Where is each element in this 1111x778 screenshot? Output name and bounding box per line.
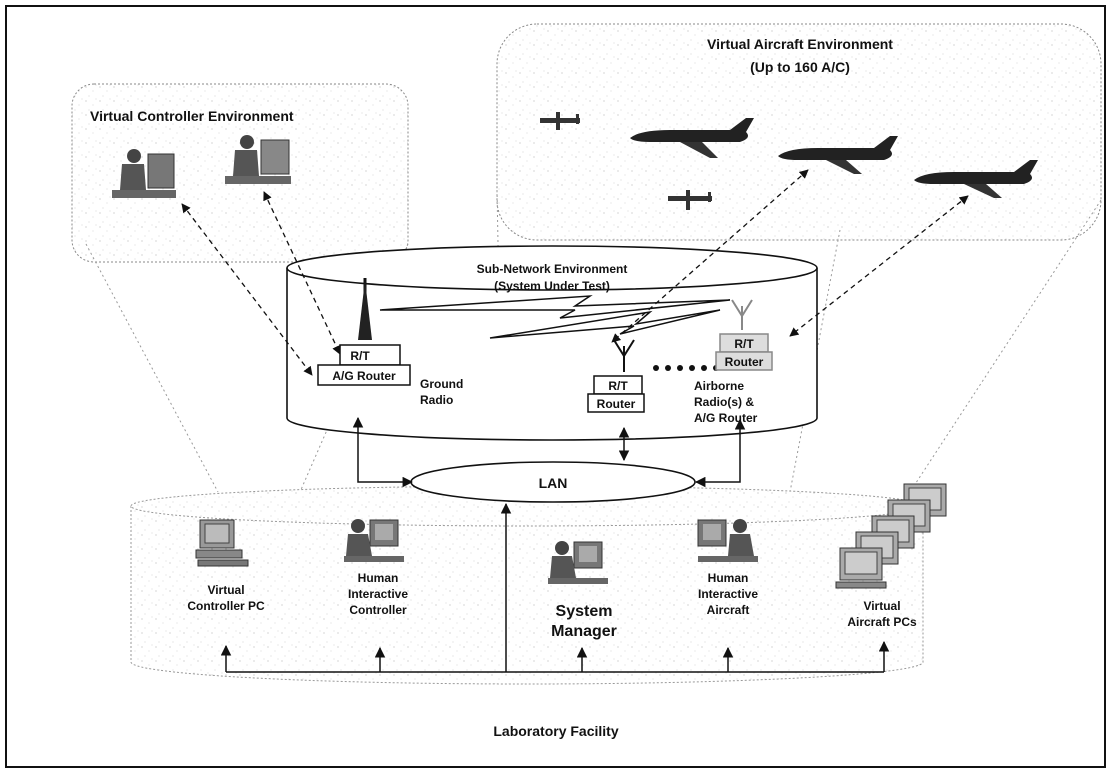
human-interactive-aircraft-line1: Human (708, 571, 749, 585)
lab-facility-title: Laboratory Facility (493, 723, 618, 739)
jet-aircraft-icon (778, 136, 898, 174)
jet-aircraft-icon (914, 160, 1038, 198)
subnetwork-environment: Sub-Network Environment (System Under Te… (286, 245, 818, 441)
virtual-links (181, 169, 969, 376)
human-interactive-controller-line1: Human (358, 571, 399, 585)
virtual-aircraft-environment: Virtual Aircraft Environment (Up to 160 … (496, 23, 1102, 241)
small-aircraft-icon (540, 112, 580, 130)
ground-radio-label-line1: Ground (420, 377, 463, 391)
airborne-radio-icon: R/T Router (587, 339, 645, 413)
human-operator-icon (344, 519, 404, 562)
ground-radio-rt-label: R/T (350, 349, 370, 363)
pc-cluster-icon (835, 483, 947, 589)
airborne-radio-1-router: Router (597, 397, 636, 411)
controller-workstation-icon (225, 135, 291, 184)
virtual-controller-env-title: Virtual Controller Environment (90, 108, 294, 124)
laboratory-facility: Laboratory Facility (130, 485, 924, 739)
ground-radio-label-line2: Radio (420, 393, 453, 407)
airborne-radio-2-rt: R/T (734, 337, 754, 351)
virtual-aircraft-pcs-line1: Virtual (863, 599, 900, 613)
ground-radio-router-label: A/G Router (332, 369, 396, 383)
virtual-controller-pc-line1: Virtual (207, 583, 244, 597)
controller-workstation-icon (112, 149, 176, 198)
jet-aircraft-icon (630, 118, 754, 158)
human-operator-icon (548, 541, 608, 584)
virtual-aircraft-pcs-line2: Aircraft PCs (847, 615, 917, 629)
subnetwork-env-subtitle: (System Under Test) (494, 279, 610, 293)
airborne-radio-2-router: Router (725, 355, 764, 369)
lan-label: LAN (539, 475, 568, 491)
airborne-label-line1: Airborne (694, 379, 744, 393)
virtual-controller-environment: Virtual Controller Environment (71, 83, 409, 263)
network-connectors (220, 416, 890, 673)
lan-node: LAN (410, 461, 696, 503)
airborne-radio-1-rt: R/T (608, 379, 628, 393)
human-operator-icon (697, 519, 758, 562)
desktop-pc-icon (195, 519, 249, 567)
human-interactive-aircraft-line3: Aircraft (707, 603, 750, 617)
system-manager-line1: System (556, 603, 613, 620)
human-interactive-controller-line3: Controller (349, 603, 407, 617)
human-interactive-controller-line2: Interactive (348, 587, 408, 601)
airborne-label-line2: Radio(s) & (694, 395, 754, 409)
airborne-label-line3: A/G Router (694, 411, 758, 425)
system-manager-line2: Manager (551, 623, 617, 640)
virtual-aircraft-env-subtitle: (Up to 160 A/C) (750, 59, 850, 75)
human-interactive-aircraft-line2: Interactive (698, 587, 758, 601)
virtual-controller-pc-line2: Controller PC (187, 599, 265, 613)
virtual-aircraft-env-title: Virtual Aircraft Environment (707, 36, 893, 52)
subnetwork-env-title: Sub-Network Environment (477, 262, 628, 276)
ground-radio-icon: R/T A/G Router (317, 278, 411, 386)
